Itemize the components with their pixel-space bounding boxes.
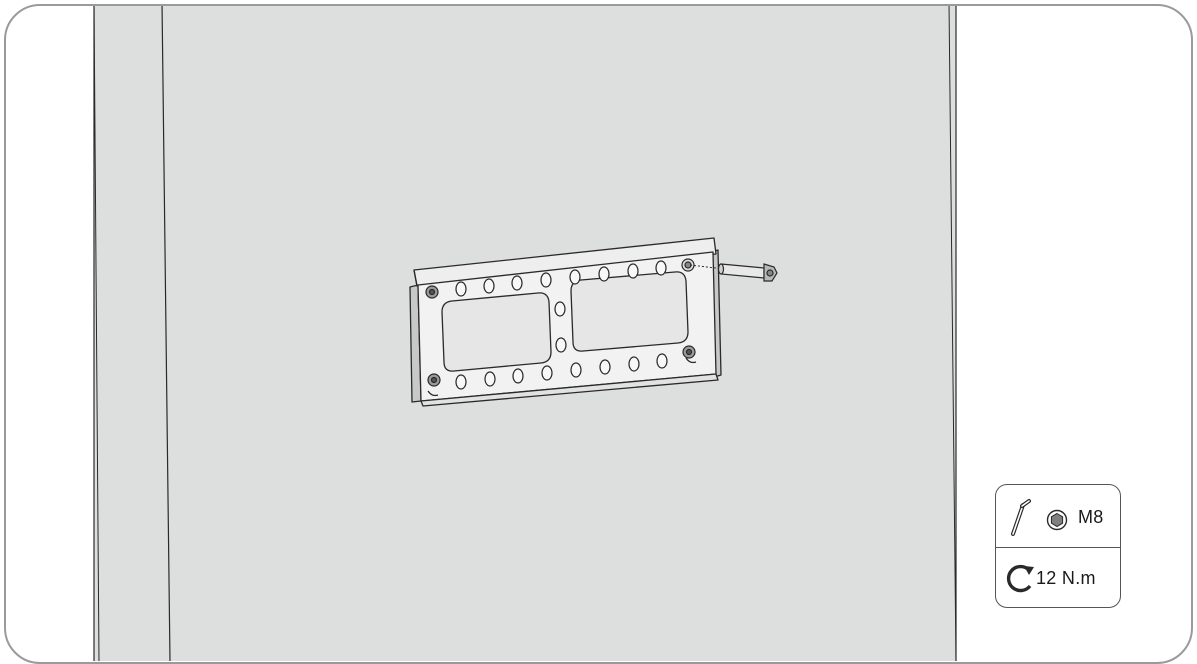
bolt-size-label: M8 (1078, 507, 1104, 527)
bolt-bottom-right (682, 345, 696, 359)
fastener-spec-panel: M8 12 N.m (995, 484, 1121, 608)
torque-value-label: 12 N.m (1036, 568, 1096, 588)
bolt-top-left (425, 285, 439, 299)
wall-edge-left (93, 6, 100, 661)
bolt-spec-row: M8 (996, 485, 1120, 547)
bolt-bottom-left (427, 373, 441, 387)
wall-mount-plate (409, 237, 722, 407)
hex-key-icon (1011, 499, 1031, 536)
assembly-scene (93, 6, 957, 661)
illustration-frame: M8 12 N.m (4, 4, 1193, 664)
wall-edge-right (948, 6, 957, 661)
rotate-clockwise-icon (1006, 564, 1034, 593)
torque-spec-row: 12 N.m (996, 547, 1120, 607)
loose-bolt (717, 263, 778, 282)
installed-bolts (425, 258, 696, 387)
wall-corner-edge (161, 6, 171, 661)
hex-nut-icon (1046, 509, 1068, 531)
bolt-hole-top-right (681, 258, 695, 272)
